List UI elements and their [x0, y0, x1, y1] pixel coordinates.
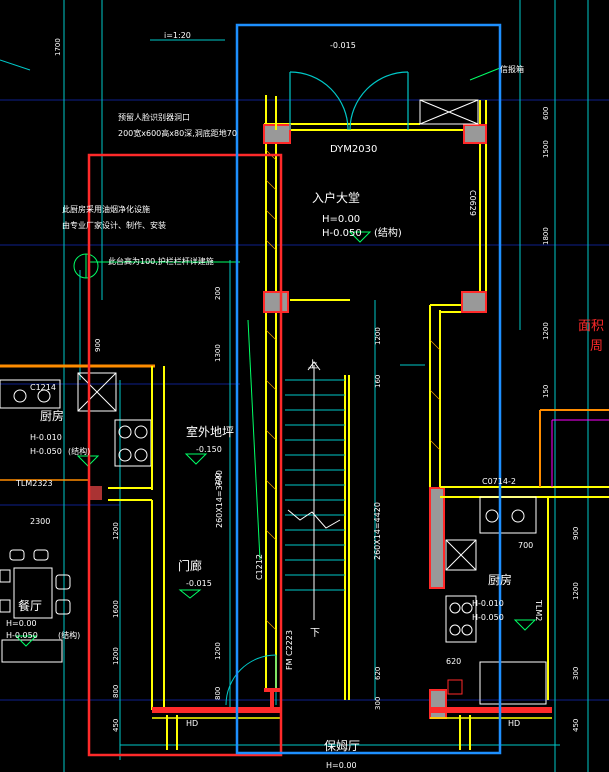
kitchen-right-h1: H-0.010: [472, 599, 504, 608]
dim-right-0: 600: [542, 107, 550, 120]
dim-right-1: 1500: [542, 140, 550, 158]
bottom-hall: 保姆厅: [324, 739, 360, 753]
lobby-label: 入户大堂: [312, 190, 360, 205]
dim-left-0: 1700: [54, 38, 62, 56]
dim-left-1: 900: [94, 339, 102, 352]
dim-2300: 2300: [30, 517, 50, 526]
dim-lines: [0, 0, 589, 772]
kitchen-left-h2: H-0.050: [30, 447, 62, 456]
mailbox: [419, 67, 501, 125]
stair-dim2: 260X14=3640: [215, 470, 224, 528]
dim-620: 620: [446, 657, 461, 666]
top-level: -0.015: [330, 41, 356, 50]
dim-far-right-0: 1200: [542, 322, 550, 340]
lobby-h1: H=0.00: [322, 214, 360, 225]
dining-label: 餐厅: [18, 598, 42, 613]
slope-note: i=1:20: [164, 31, 191, 40]
bottom-walls: [152, 688, 552, 719]
exhaust-detail: 由专业厂家设计、制作、安装: [62, 220, 166, 230]
kitchen-left-h1: H-0.010: [30, 433, 62, 442]
down-label: 下: [310, 628, 320, 639]
dim-left-4: 1200: [112, 647, 120, 665]
window-right: C0629: [468, 190, 477, 216]
vent-note: 预留人脸识别器洞口: [118, 112, 190, 122]
lower-door: [225, 654, 277, 706]
dim-inner-0: 200: [214, 287, 222, 300]
kitchen-left-label: 厨房: [40, 408, 64, 423]
dim-right-4: 160: [374, 375, 382, 388]
wall-hatching: [265, 149, 441, 631]
lobby-h2: H-0.050: [322, 228, 362, 239]
kitchen-left-struct: (结构): [68, 446, 90, 456]
dim-left-2: 1200: [112, 522, 120, 540]
dim-inner-1: 1300: [214, 344, 222, 362]
dim-far-right-4: 450: [572, 719, 580, 732]
dim-right-7: 300: [374, 697, 382, 710]
corridor-label: 门廊: [178, 558, 202, 573]
dim-far-right-1: 900: [572, 527, 580, 540]
bottom-level: H=0.00: [326, 761, 357, 770]
lobby-struct: (结构): [374, 226, 402, 239]
dining-h2: H-0.050: [6, 631, 38, 640]
dining-furniture: [0, 379, 71, 663]
right-kitchen: [440, 409, 609, 705]
dim-far-right-3: 300: [572, 667, 580, 680]
dining-h1: H=0.00: [6, 619, 37, 628]
tlm-right: TLM2: [534, 599, 543, 621]
dim-right-2: 1800: [542, 227, 550, 245]
c0714-label: C0714-2: [482, 477, 516, 486]
dim-left-3: 1600: [112, 600, 120, 618]
dim-right-5: 150: [542, 385, 550, 398]
outdoor-level: -0.150: [196, 445, 222, 454]
kitchen-right-h2: H-0.050: [472, 613, 504, 622]
red-highlight-box: [87, 153, 283, 757]
grid-lines: [0, 99, 609, 701]
door-label: DYM2030: [330, 144, 377, 155]
exhaust-note: 此厨房采用油烟净化设施: [62, 204, 150, 214]
area-note-a: 面积: [578, 319, 604, 334]
hd-right: HD: [508, 719, 520, 728]
dim-inner-2: 200: [214, 473, 222, 486]
dining-struct: (结构): [58, 630, 80, 640]
blue-highlight-box: [235, 23, 502, 755]
tlm-label: TLM2323: [15, 479, 53, 488]
hd-left: HD: [186, 719, 198, 728]
corridor-level: -0.015: [186, 579, 212, 588]
dim-right-3: 1200: [374, 327, 382, 345]
dim-left-6: 450: [112, 719, 120, 732]
outdoor-label: 室外地坪: [186, 424, 234, 439]
kitchen-right-label: 厨房: [488, 572, 512, 587]
stair: [247, 319, 345, 620]
up-label: 上: [308, 359, 318, 371]
vent-dims: 200宽x600高x80深,洞底距地70: [118, 128, 237, 138]
dim-700: 700: [518, 541, 533, 550]
dim-inner-4: 800: [214, 687, 222, 700]
area-note-b: 周: [590, 339, 603, 354]
c1214-label: C1214: [30, 383, 56, 392]
step-note: 此台高为100,护栏栏杆详建施: [108, 256, 214, 266]
stair-dim: 260X14=4420: [373, 502, 382, 560]
entry-door: [275, 71, 409, 131]
green-markers: [14, 231, 537, 647]
dim-inner-3: 1200: [214, 642, 222, 660]
c1212-label: C1212: [255, 554, 264, 580]
dim-right-6: 620: [374, 667, 382, 680]
dim-left-5: 800: [112, 685, 120, 698]
left-kitchen: [0, 364, 165, 710]
mailbox-label: 信报箱: [500, 64, 524, 74]
mc-label: FM C2223: [285, 630, 294, 670]
dim-far-right-2: 1200: [572, 582, 580, 600]
